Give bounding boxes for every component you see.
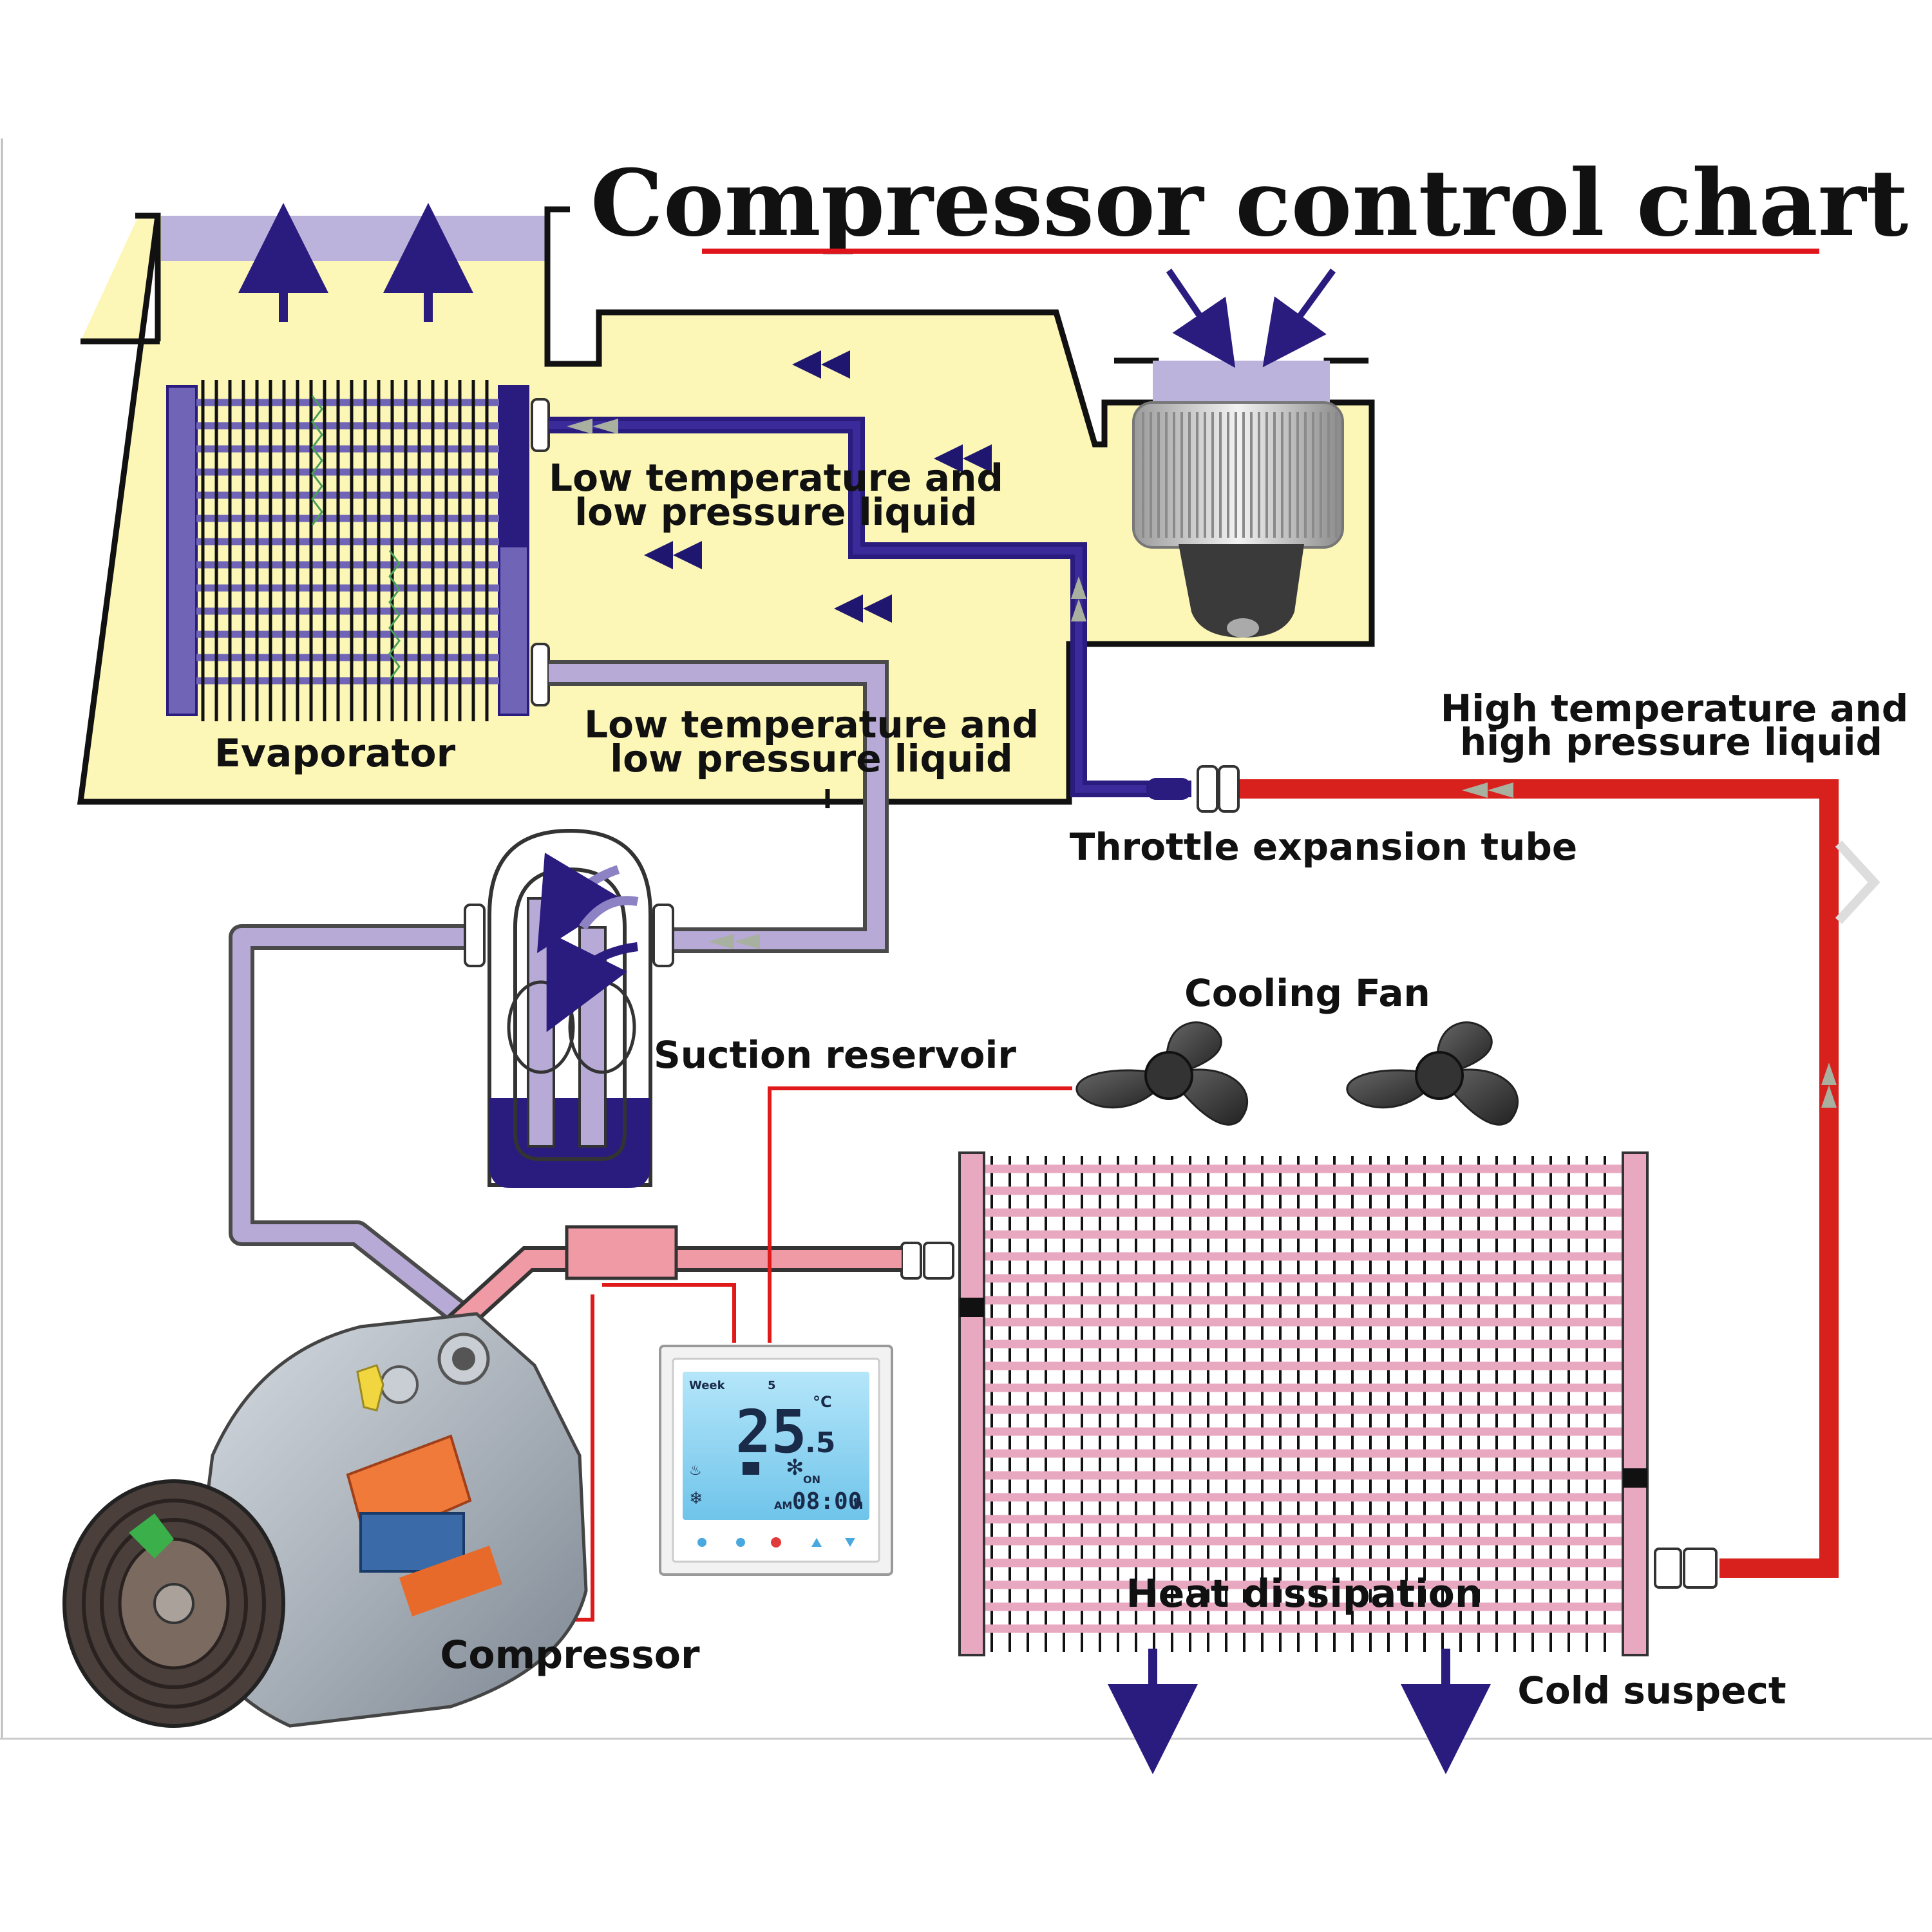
flow-arrow-high-right	[1821, 1063, 1837, 1108]
suction-reservoir	[464, 828, 674, 1188]
top-vent-band	[161, 216, 546, 261]
evap-fitting-bottom	[531, 643, 550, 706]
high-temp-label-line1: High temperature and	[1441, 687, 1909, 730]
thermostat-time-unit: h	[853, 1497, 864, 1513]
low-pressure-line-inner	[549, 421, 1191, 793]
thermostat-screen	[683, 1372, 869, 1520]
flow-arrow-vertical	[1071, 576, 1086, 621]
suction-line-return	[229, 924, 480, 1327]
thermostat-btn-mode[interactable]	[697, 1538, 706, 1547]
flow-arrow-evap-top	[567, 419, 618, 434]
airflow-arrows	[644, 350, 992, 623]
thermostat-day: 5	[768, 1379, 776, 1392]
low-temp-label-bottom-line2: low pressure liquid	[610, 737, 1012, 781]
heat-dissipation-label: Heat dissipation	[1126, 1571, 1482, 1616]
thermostat-am-label: AM	[774, 1499, 792, 1511]
throttle-label: Throttle expansion tube	[1070, 825, 1577, 869]
flow-arrow-high-top	[1462, 782, 1513, 798]
thermostat-btn-up[interactable]	[811, 1538, 822, 1547]
low-temp-label-bottom-line1: Low temperature and	[584, 703, 1039, 746]
scroll-chevron-icon	[1835, 840, 1880, 924]
suction-reservoir-label: Suction reservoir	[654, 1033, 1016, 1077]
low-temp-label-top-line1: Low temperature and	[549, 456, 1003, 500]
evaporator-core	[166, 380, 529, 721]
compressor-label: Compressor	[440, 1633, 700, 1678]
throttle-expansion-tube	[1146, 765, 1240, 813]
condenser	[900, 1151, 1718, 1774]
cooling-fan-icon-left	[1075, 1021, 1249, 1126]
thermostat-fan-icon: ✻	[786, 1455, 804, 1481]
low-temp-label-top-line2: low pressure liquid	[574, 490, 977, 534]
thermostat-mode: Week	[689, 1379, 726, 1392]
high-pressure-line	[1211, 779, 1839, 1578]
cooling-fan-icon-right	[1346, 1021, 1519, 1126]
top-vent-wall-right	[544, 206, 570, 364]
thermostat-on-label: ON	[803, 1473, 820, 1486]
diagram-title: Compressor control chart	[591, 150, 1908, 257]
top-vent-wall-left	[135, 213, 161, 341]
blower-fan	[1114, 269, 1368, 638]
thermostat-flame-icon: ♨	[689, 1463, 702, 1479]
thermostat-decimal: .5	[805, 1426, 835, 1459]
compressor	[62, 1312, 588, 1728]
thermostat: Week 5 25 .5 °C ON AM 08:00 h ✻ ❄ ♨	[659, 1345, 893, 1576]
evaporator-label: Evaporator	[214, 731, 456, 776]
cold-suspect-label: Cold suspect	[1517, 1669, 1786, 1712]
evap-fitting-top	[531, 398, 550, 452]
flow-arrow-suction	[708, 934, 760, 949]
thermostat-snow-icon: ❄	[689, 1489, 703, 1508]
thermostat-mode-icon	[743, 1462, 759, 1475]
thermostat-btn-power[interactable]	[771, 1537, 781, 1548]
thermostat-time: 08:00	[792, 1488, 862, 1515]
thermostat-temperature: 25	[735, 1397, 807, 1466]
thermostat-btn-fan[interactable]	[736, 1538, 745, 1547]
discharge-muffler	[565, 1225, 678, 1280]
thermostat-btn-down[interactable]	[845, 1538, 855, 1547]
thermostat-unit: °C	[813, 1393, 832, 1411]
high-temp-label-line2: high pressure liquid	[1460, 720, 1882, 764]
cooling-fan-label: Cooling Fan	[1184, 971, 1430, 1015]
